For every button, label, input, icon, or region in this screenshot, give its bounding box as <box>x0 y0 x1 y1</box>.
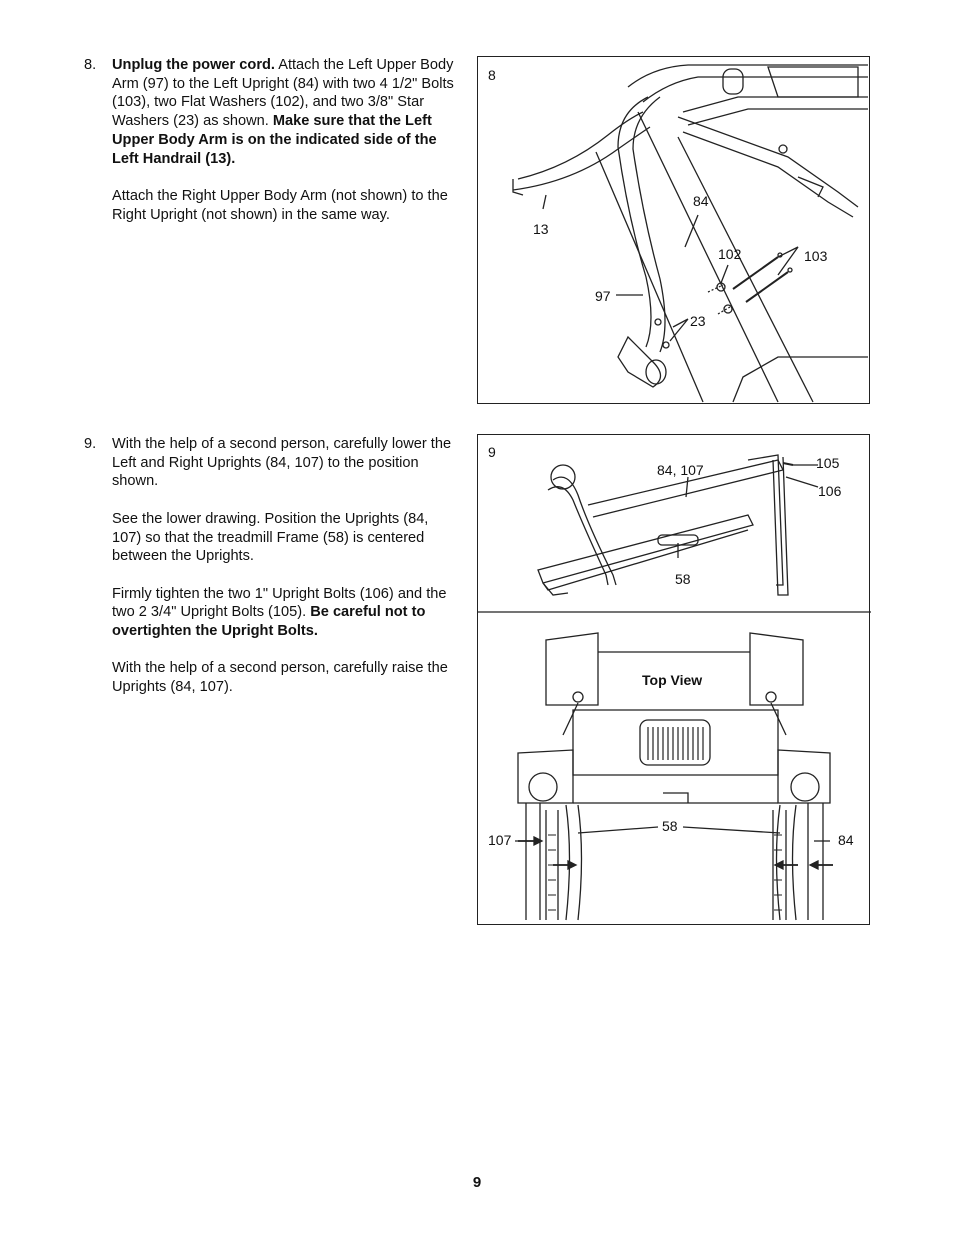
side-view-illustration <box>537 454 819 596</box>
callout-105: 105 <box>816 455 840 471</box>
step-paragraph: With the help of a second person, carefu… <box>112 660 448 696</box>
callout-58-top: 58 <box>662 818 678 834</box>
step-8: 8. Unplug the power cord. Attach the Lef… <box>84 56 454 224</box>
figure-number: 8 <box>488 67 496 83</box>
top-view-title: Top View <box>642 672 702 688</box>
figure-number: 9 <box>488 444 496 460</box>
callout-23: 23 <box>690 313 706 329</box>
callout-106: 106 <box>818 483 842 499</box>
callout-102: 102 <box>718 246 742 262</box>
callout-97: 97 <box>595 288 611 304</box>
figure-8-drawing: 8 <box>488 64 868 403</box>
step-paragraph: Unplug the power cord. Attach the Left U… <box>112 56 454 168</box>
top-view-illustration <box>515 632 833 921</box>
step-text: Firmly tighten the two 1" Upright Bolts … <box>112 585 447 621</box>
step-paragraph: See the lower drawing. Position the Upri… <box>112 510 429 565</box>
treadmill-console-illustration <box>512 64 868 403</box>
step-number: 9. <box>84 436 97 452</box>
page-number: 9 <box>472 1174 482 1191</box>
step-text: Attach the Left Upper Body Arm (97) to t… <box>112 57 454 130</box>
figure-9: 9 84, 107 105 106 58 Top View <box>477 434 871 925</box>
bold-text: Unplug the power cord. <box>112 57 275 73</box>
step-9: 9. With the help of a second person, car… <box>84 435 454 697</box>
step-paragraph: With the help of a second person, carefu… <box>112 436 452 490</box>
callout-13: 13 <box>533 221 549 237</box>
callout-84: 84 <box>693 193 709 209</box>
callout-103: 103 <box>804 248 828 264</box>
step-number: 8. <box>84 57 97 73</box>
callout-107: 107 <box>488 832 512 848</box>
warning-text: Make sure that the Left Upper Body Arm i… <box>112 113 437 167</box>
callout-58: 58 <box>675 571 691 587</box>
callout-84-107: 84, 107 <box>657 462 704 478</box>
callout-84-top: 84 <box>838 832 854 848</box>
figure-9-drawing: 9 84, 107 105 106 58 Top View <box>478 444 871 921</box>
warning-text: Be careful not to overtighten the Uprigh… <box>112 604 426 639</box>
step-paragraph: Attach the Right Upper Body Arm (not sho… <box>112 187 448 223</box>
figure-8: 8 <box>477 56 870 404</box>
step-paragraph: Firmly tighten the two 1" Upright Bolts … <box>112 585 454 641</box>
